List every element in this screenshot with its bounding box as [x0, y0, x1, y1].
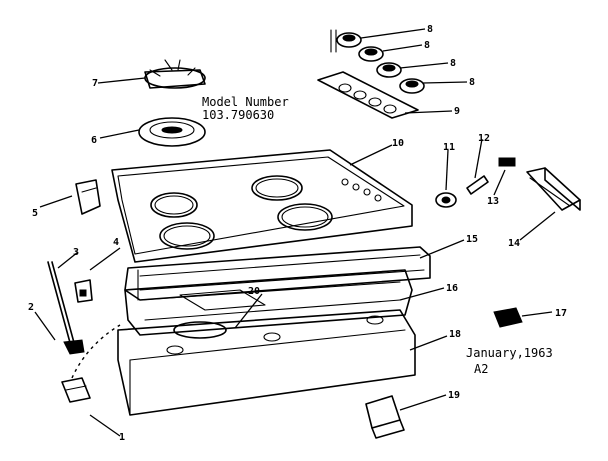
callout-12: 12: [478, 133, 490, 144]
callout-16: 16: [446, 283, 458, 294]
model-number-value: 103.790630: [202, 108, 274, 122]
callout-13: 13: [487, 196, 499, 207]
callout-2: 2: [28, 302, 34, 313]
control-panel-part: [317, 71, 419, 119]
callout-5: 5: [32, 208, 38, 219]
callout-4: 4: [113, 237, 119, 248]
callout-8c: 8: [450, 58, 456, 69]
callout-6: 6: [91, 135, 97, 146]
sheet-caption: A2: [474, 362, 488, 376]
lower-body-part: [117, 309, 416, 416]
callout-numbers: 1 2 3 4 5 6 7 8 8 8 8 9 10 11 12 13 14 1…: [28, 24, 567, 443]
leader-lines: [34, 28, 556, 437]
callout-9: 9: [454, 106, 460, 117]
hinge-bracket-part: [75, 179, 101, 215]
front-bracket-part: [61, 324, 121, 403]
callout-3: 3: [73, 247, 79, 258]
burner-ring-part: [138, 117, 206, 147]
small-clip-part: [493, 307, 523, 328]
knobs-part: [330, 29, 425, 94]
callout-18: 18: [449, 329, 461, 340]
callout-11: 11: [443, 142, 455, 153]
callout-1: 1: [119, 432, 125, 443]
front-trim-part: [124, 246, 431, 301]
burner-head-part: [144, 59, 206, 89]
callout-19: 19: [448, 390, 460, 401]
lower-bracket-part: [365, 395, 405, 439]
callout-14: 14: [508, 238, 520, 249]
callout-8d: 8: [469, 77, 475, 88]
callout-7: 7: [92, 78, 98, 89]
model-number-label: Model Number: [202, 95, 289, 109]
burner-box-part: [124, 269, 413, 339]
callout-10: 10: [392, 138, 404, 149]
callout-17: 17: [555, 308, 567, 319]
date-caption: January,1963: [466, 346, 553, 360]
side-bracket-part: [526, 167, 581, 211]
callout-8a: 8: [427, 24, 433, 35]
rod-part: [47, 261, 85, 355]
callout-8b: 8: [424, 40, 430, 51]
callout-15: 15: [466, 234, 478, 245]
clip-part: [74, 279, 93, 303]
callout-20: 20: [248, 286, 260, 297]
cooktop-part: [111, 149, 413, 263]
valve-parts: [435, 157, 516, 208]
